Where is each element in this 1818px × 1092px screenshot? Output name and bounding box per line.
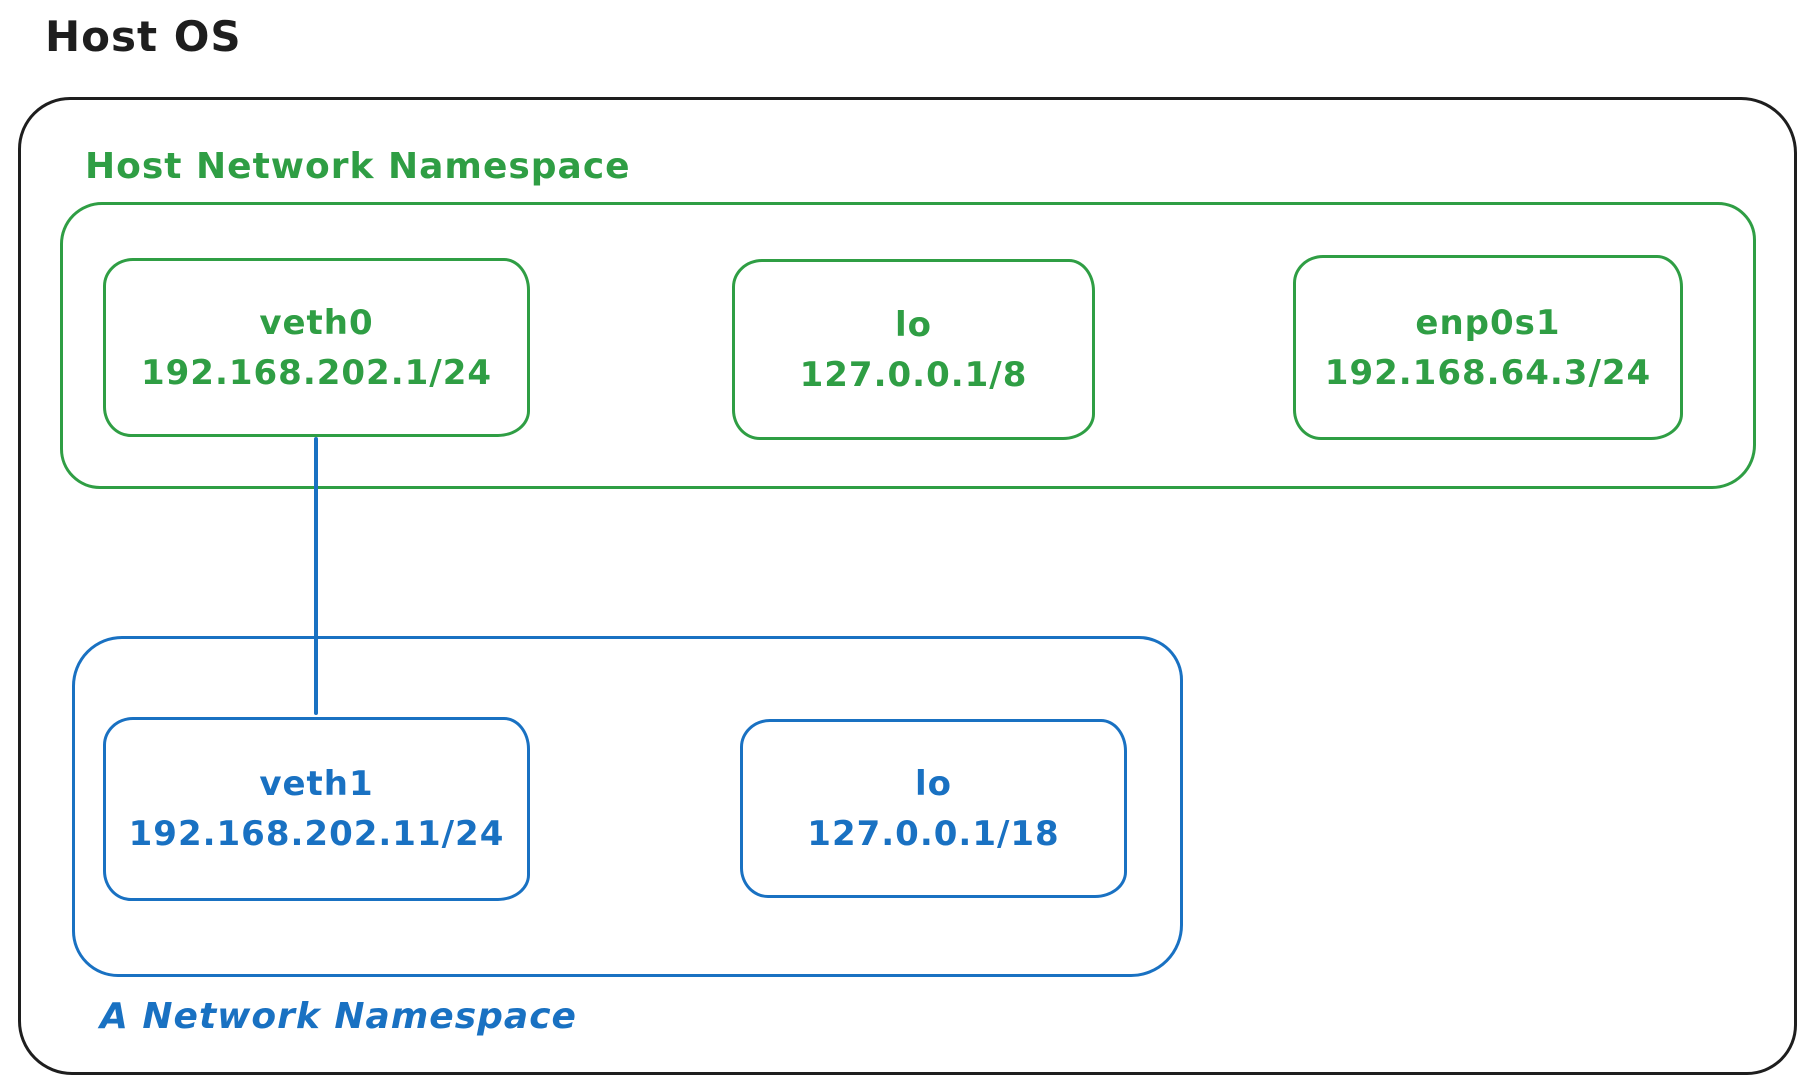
host-os-box xyxy=(18,97,1797,1075)
interface-address: 192.168.202.11/24 xyxy=(128,814,505,854)
interface-name: lo xyxy=(914,763,952,804)
host-os-title: Host OS xyxy=(45,12,242,61)
a-network-namespace-label: A Network Namespace xyxy=(100,996,577,1037)
interface-box-lo-host: lo 127.0.0.1/8 xyxy=(732,259,1095,440)
interface-name: veth1 xyxy=(259,764,374,804)
interface-address: 192.168.202.1/24 xyxy=(140,352,493,393)
interface-name: lo xyxy=(894,304,932,345)
interface-box-veth1: veth1 192.168.202.11/24 xyxy=(103,717,530,901)
interface-box-veth0: veth0 192.168.202.1/24 xyxy=(103,258,530,437)
a-network-namespace-box xyxy=(72,636,1183,977)
veth0-veth1-link-line xyxy=(314,437,318,715)
host-network-namespace-label: Host Network Namespace xyxy=(85,146,631,187)
interface-name: veth0 xyxy=(259,302,374,343)
host-network-namespace-box xyxy=(60,202,1756,489)
interface-name: enp0s1 xyxy=(1415,302,1561,343)
interface-address: 127.0.0.1/18 xyxy=(807,813,1060,854)
interface-box-enp0s1: enp0s1 192.168.64.3/24 xyxy=(1293,255,1683,440)
interface-address: 192.168.64.3/24 xyxy=(1324,352,1652,393)
interface-address: 127.0.0.1/8 xyxy=(799,354,1028,395)
interface-box-lo-a: lo 127.0.0.1/18 xyxy=(740,719,1127,898)
